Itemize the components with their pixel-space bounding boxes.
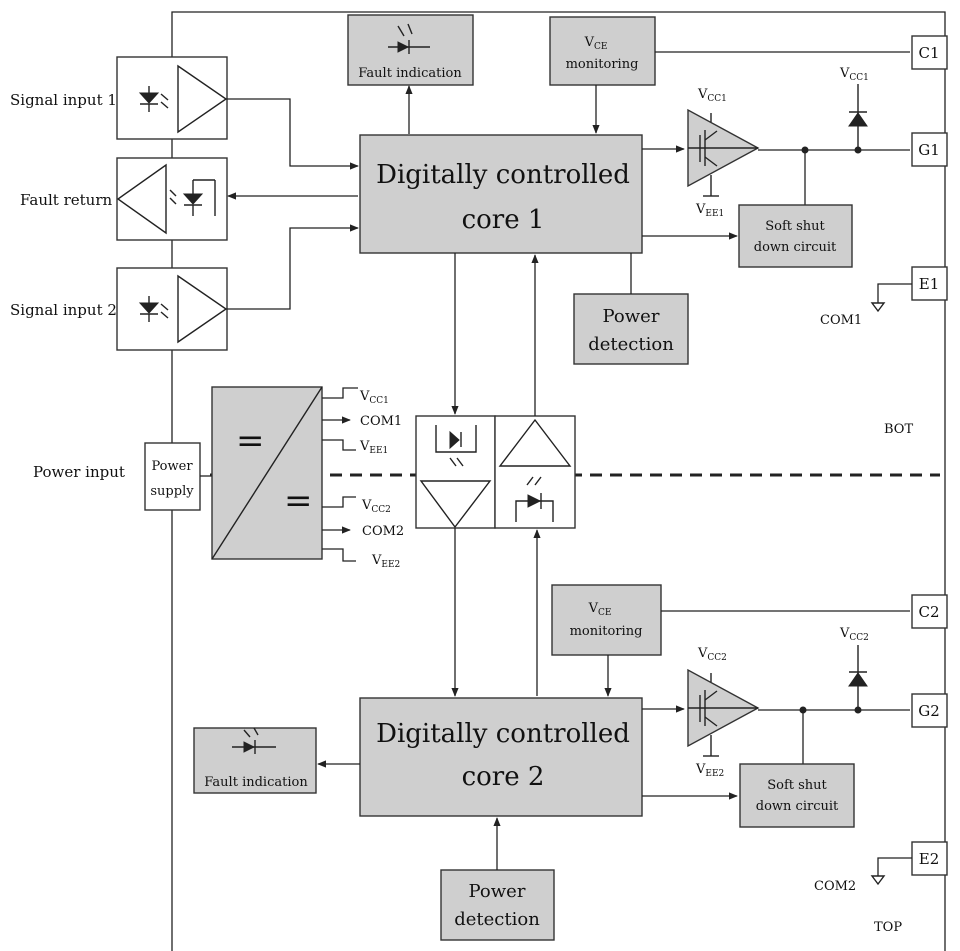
power-detection-1-line2: detection xyxy=(588,334,674,355)
fault-indication-top-box xyxy=(347,14,474,86)
digital-core-1 xyxy=(359,134,643,254)
vcc2-driver-label: VCC2 xyxy=(697,646,727,663)
signal-1-wire xyxy=(226,98,359,170)
fault-indication-top-label: Fault indication xyxy=(358,66,462,81)
power-supply-line2: supply xyxy=(150,484,194,499)
ps-vcc2-label: VCC2 xyxy=(361,498,391,515)
fault-indication-bottom-box xyxy=(193,727,317,794)
com1-wire xyxy=(877,283,912,303)
converter-eq-bottom: = xyxy=(284,481,313,521)
fault-return-block xyxy=(116,157,228,241)
terminal-c1-label: C1 xyxy=(918,44,939,62)
terminal-e2-label: E2 xyxy=(919,850,940,868)
vcc2-clamp-label: VCC2 xyxy=(839,626,869,643)
isolation-coupler-block xyxy=(415,415,576,529)
terminal-g1 xyxy=(911,132,948,167)
power-detection-2-line1: Power xyxy=(469,881,526,902)
vce-monitoring-2-symbol: VCE xyxy=(588,601,612,618)
soft-shutdown-1-line1: Soft shut xyxy=(765,219,825,234)
vcc1-driver-label: VCC1 xyxy=(697,87,727,104)
optocoupler-icon xyxy=(138,296,169,322)
core-2-subtitle: core 2 xyxy=(462,762,545,792)
signal-input-1-block xyxy=(116,56,228,140)
optocoupler-icon xyxy=(169,179,216,216)
led-icon xyxy=(388,23,430,54)
signal-input-1-label: Signal input 1 xyxy=(10,91,117,109)
power-detection-2-box xyxy=(440,869,555,941)
vcc1-clamp-label: VCC1 xyxy=(839,66,869,83)
signal-input-2-label: Signal input 2 xyxy=(10,301,117,319)
ps-com1-label: COM1 xyxy=(360,414,402,429)
ps-com2-label: COM2 xyxy=(362,524,404,539)
signal-input-2-block xyxy=(116,267,228,351)
converter-outputs xyxy=(322,387,358,562)
clamp-diode-1 xyxy=(848,84,868,150)
soft-shutdown-2-line2: down circuit xyxy=(756,799,839,814)
soft-shutdown-1-box xyxy=(738,204,853,268)
ps-vcc1-label: VCC1 xyxy=(359,389,389,406)
terminal-c2 xyxy=(911,594,948,629)
terminal-e1-label: E1 xyxy=(919,275,940,293)
core-1-subtitle: core 1 xyxy=(462,205,545,235)
clamp-diode-2 xyxy=(848,645,868,710)
core-2-title: Digitally controlled xyxy=(376,719,630,749)
top-label: TOP xyxy=(874,920,902,935)
power-input-label: Power input xyxy=(33,463,125,481)
terminal-e1 xyxy=(911,266,948,301)
vee2-driver-label: VEE2 xyxy=(695,762,724,779)
soft-shutdown-2-box xyxy=(739,763,855,828)
converter-eq-top: = xyxy=(236,421,265,461)
com1-label: COM1 xyxy=(820,313,862,328)
gate-driver-2 xyxy=(687,668,760,757)
gate-driver-1 xyxy=(687,108,760,197)
power-detection-1-line1: Power xyxy=(603,306,660,327)
com2-wire xyxy=(877,857,912,876)
terminal-g2-label: G2 xyxy=(918,702,940,720)
vee1-driver-label: VEE1 xyxy=(695,202,724,219)
led-icon xyxy=(232,727,276,754)
terminal-g2 xyxy=(911,693,948,728)
soft-shutdown-2-line1: Soft shut xyxy=(767,778,827,793)
vce-monitoring-1-label: monitoring xyxy=(566,57,639,72)
terminal-c2-label: C2 xyxy=(918,603,939,621)
ps-vee1-label: VEE1 xyxy=(359,439,388,456)
power-detection-2-line2: detection xyxy=(454,909,540,930)
soft-shutdown-1-line2: down circuit xyxy=(754,240,837,255)
ground-icon xyxy=(870,302,886,313)
vce-monitoring-2-label: monitoring xyxy=(570,624,643,639)
digital-core-2 xyxy=(359,697,643,817)
power-supply-box xyxy=(144,442,201,511)
vce-monitoring-1-box xyxy=(549,16,656,86)
terminal-g1-label: G1 xyxy=(918,141,940,159)
power-supply-line1: Power xyxy=(151,459,193,474)
com2-label: COM2 xyxy=(814,879,856,894)
fault-return-label: Fault return xyxy=(20,191,112,209)
ground-icon xyxy=(870,875,886,886)
vce-monitoring-2-box xyxy=(551,584,662,656)
core-1-title: Digitally controlled xyxy=(376,160,630,190)
power-detection-1-box xyxy=(573,293,689,365)
bot-label: BOT xyxy=(884,422,913,437)
terminal-c1 xyxy=(911,35,948,70)
optocoupler-icon xyxy=(138,86,169,112)
vce-monitoring-1-symbol: VCE xyxy=(584,35,608,52)
ps-vee2-label: VEE2 xyxy=(371,553,400,570)
fault-indication-bottom-label: Fault indication xyxy=(204,775,308,790)
signal-2-wire xyxy=(226,224,359,310)
converter-diagonal xyxy=(211,386,323,560)
